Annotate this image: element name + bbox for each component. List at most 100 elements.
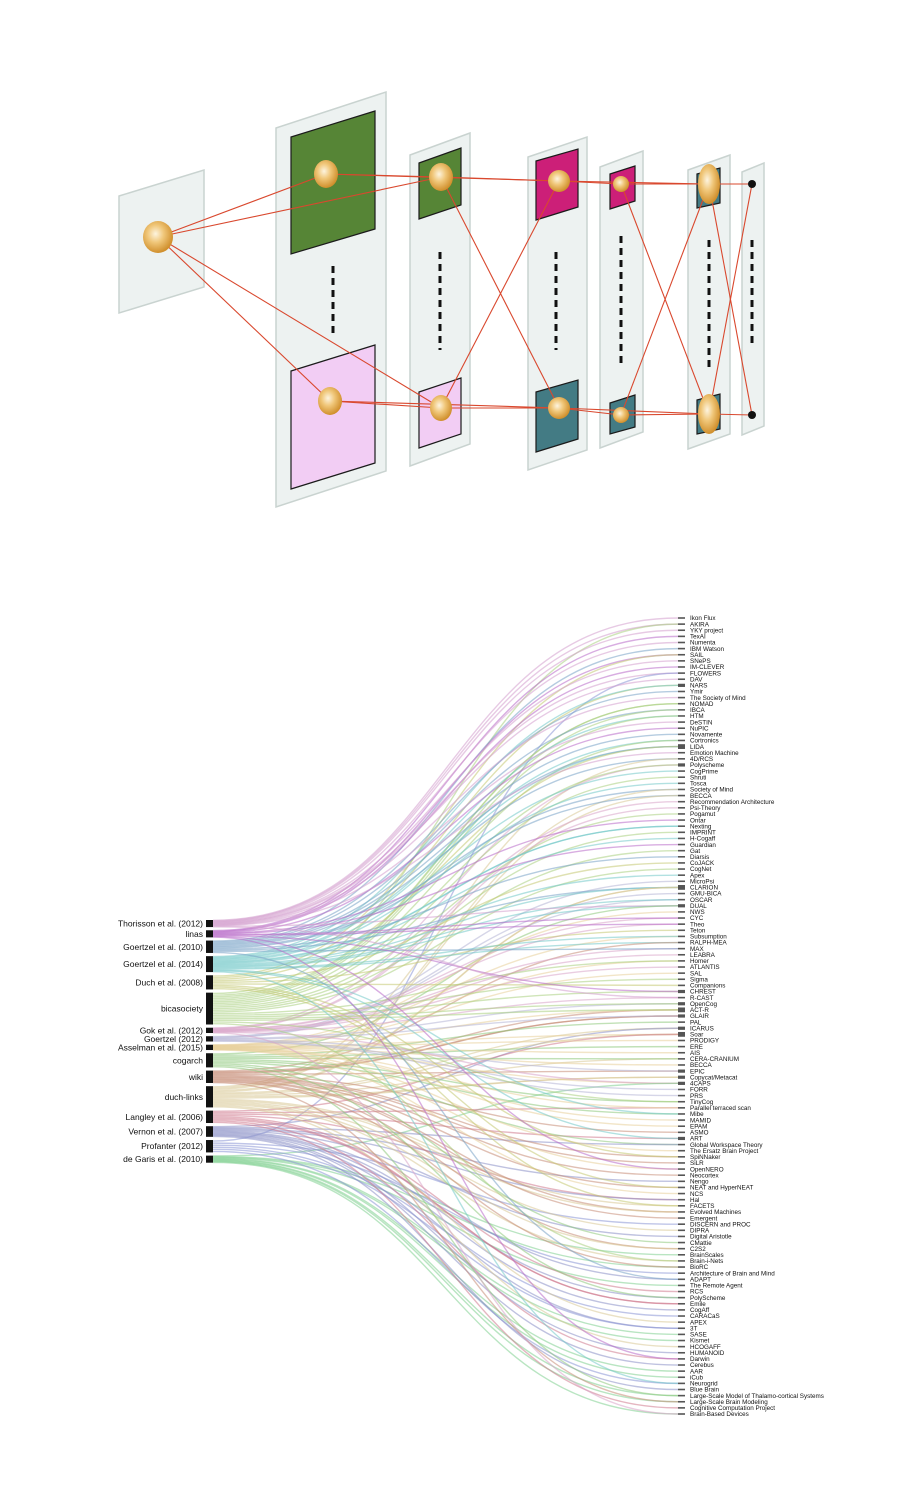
target-tick-dav [678, 678, 685, 681]
target-label-brain-i-nets: Brain-i-Nets [690, 1258, 723, 1265]
target-label-the-remote-agent: The Remote Agent [690, 1283, 743, 1290]
target-label-art: ART [690, 1136, 703, 1143]
target-tick-hcogaff [678, 1345, 685, 1348]
target-label-im-clever: IM-CLEVER [690, 664, 725, 671]
target-label-prs: PRS [690, 1093, 703, 1100]
target-label-destin: DeSTIN [690, 719, 713, 726]
flow-link [212, 987, 679, 1207]
target-label-facets: FACETS [690, 1203, 715, 1210]
flow-link [212, 983, 679, 987]
target-label-neurogrid: Neurogrid [690, 1381, 718, 1388]
target-label-leabra: LEABRA [690, 952, 716, 959]
target-tick-kismet [678, 1339, 685, 1342]
target-tick-pal [678, 1021, 685, 1023]
target-label-dav: DAV [690, 676, 703, 683]
target-label-apex: APEX [690, 1319, 708, 1326]
flow-link [212, 1135, 679, 1391]
target-label-society-of-mind: Society of Mind [690, 787, 734, 794]
target-label-shruti: Shruti [690, 774, 706, 781]
target-label-companions: Companions [690, 983, 725, 990]
flow-link [212, 794, 679, 1091]
target-tick-ikon-flux [678, 617, 685, 619]
target-tick-humanoid [678, 1351, 685, 1354]
target-tick-shruti [678, 776, 685, 778]
target-tick-glair [678, 1014, 685, 1018]
flow-link [212, 678, 679, 925]
output-node-bottom [748, 411, 756, 419]
flow-link [212, 1070, 679, 1076]
target-label-lida: LIDA [690, 744, 705, 751]
target-tick-becca [678, 1064, 685, 1066]
flow-link [212, 1148, 679, 1329]
source-bar-vernon-et-al-2007 [206, 1126, 213, 1137]
target-label-hal: Hal [690, 1197, 699, 1204]
target-tick-tinycog [678, 1100, 685, 1103]
target-label-oscar: OSCAR [690, 897, 713, 904]
flow-link [212, 898, 679, 968]
conv1-feature-map-bottom [290, 344, 376, 490]
target-label-pogamut: Pogamut [690, 811, 715, 818]
flow-link [212, 1049, 679, 1195]
target-label-brain-based-devices: Brain-Based Devices [690, 1411, 749, 1418]
flow-link [212, 1009, 679, 1022]
flow-link [212, 1046, 679, 1054]
target-tick-gmu-bica [678, 892, 685, 895]
target-tick-evolved-machines [678, 1211, 685, 1213]
target-label-cmattie: CMattie [690, 1240, 712, 1247]
target-tick-adapt [678, 1278, 685, 1281]
flow-link [212, 1118, 679, 1305]
target-tick-icarus [678, 1026, 685, 1030]
target-tick-architecture-of-brain-and-mind [678, 1272, 685, 1274]
target-tick-clarion [678, 885, 685, 890]
target-tick-sase [678, 1333, 685, 1336]
flow-link [212, 1078, 679, 1213]
target-label-guardian: Guardian [690, 842, 716, 849]
flow-link [212, 837, 679, 965]
target-label-ncs: NCS [690, 1191, 703, 1198]
target-tick-tosca [678, 782, 685, 785]
target-tick-theo [678, 923, 685, 925]
flow-link [212, 1039, 679, 1072]
target-label-epic: EPIC [690, 1068, 705, 1075]
flow-link [212, 1031, 679, 1085]
target-label-parallel-terraced-scan: Parallel terraced scan [690, 1105, 751, 1112]
source-label-goertzel-et-al-2014: Goertzel et al. (2014) [123, 959, 203, 969]
target-tick-companions [678, 984, 685, 987]
flow-link [212, 1039, 679, 1048]
flow-link [212, 1157, 679, 1336]
target-tick-4caps [678, 1081, 685, 1085]
target-label-apex: Apex [690, 872, 705, 879]
source-bar-langley-et-al-2006 [206, 1110, 213, 1124]
target-tick-ais [678, 1051, 685, 1054]
target-label-epam: EPAM [690, 1123, 707, 1130]
target-label-cogaff: CogAff [690, 1307, 709, 1314]
flow-link [212, 917, 679, 936]
input-node [143, 221, 173, 253]
flow-link [212, 951, 679, 1280]
flow-link [212, 1058, 679, 1103]
source-label-goertzel-et-al-2010: Goertzel et al. (2010) [123, 942, 203, 952]
flow-link [212, 721, 679, 926]
flow-link [212, 935, 679, 1170]
target-label-teton: Teton [690, 927, 706, 934]
target-tick-epam [678, 1125, 685, 1128]
target-label-cortronics: Cortronics [690, 738, 719, 745]
target-tick-silr [678, 1162, 685, 1164]
output-nodes [748, 180, 756, 419]
target-tick-apex [678, 874, 685, 876]
target-label-nomad: NOMAD [690, 701, 714, 708]
target-tick-psi-theory [678, 807, 685, 809]
output-node-top [748, 180, 756, 188]
target-label-cyc: CYC [690, 915, 704, 922]
target-tick-r-cast [678, 996, 685, 999]
target-tick-cerebus [678, 1364, 685, 1366]
flow-link [212, 1058, 679, 1097]
target-label-spinnaker: SpiNNaker [690, 1154, 720, 1161]
target-label-pal: PAL [690, 1019, 702, 1026]
flow-link [212, 935, 679, 1046]
target-tick-mibe [678, 1113, 685, 1115]
pool1-node-bottom [430, 395, 452, 421]
cnn-architecture-diagram [118, 90, 765, 509]
target-tick-cmattie [678, 1241, 685, 1244]
source-bar-duch-et-al-2008 [206, 975, 213, 990]
